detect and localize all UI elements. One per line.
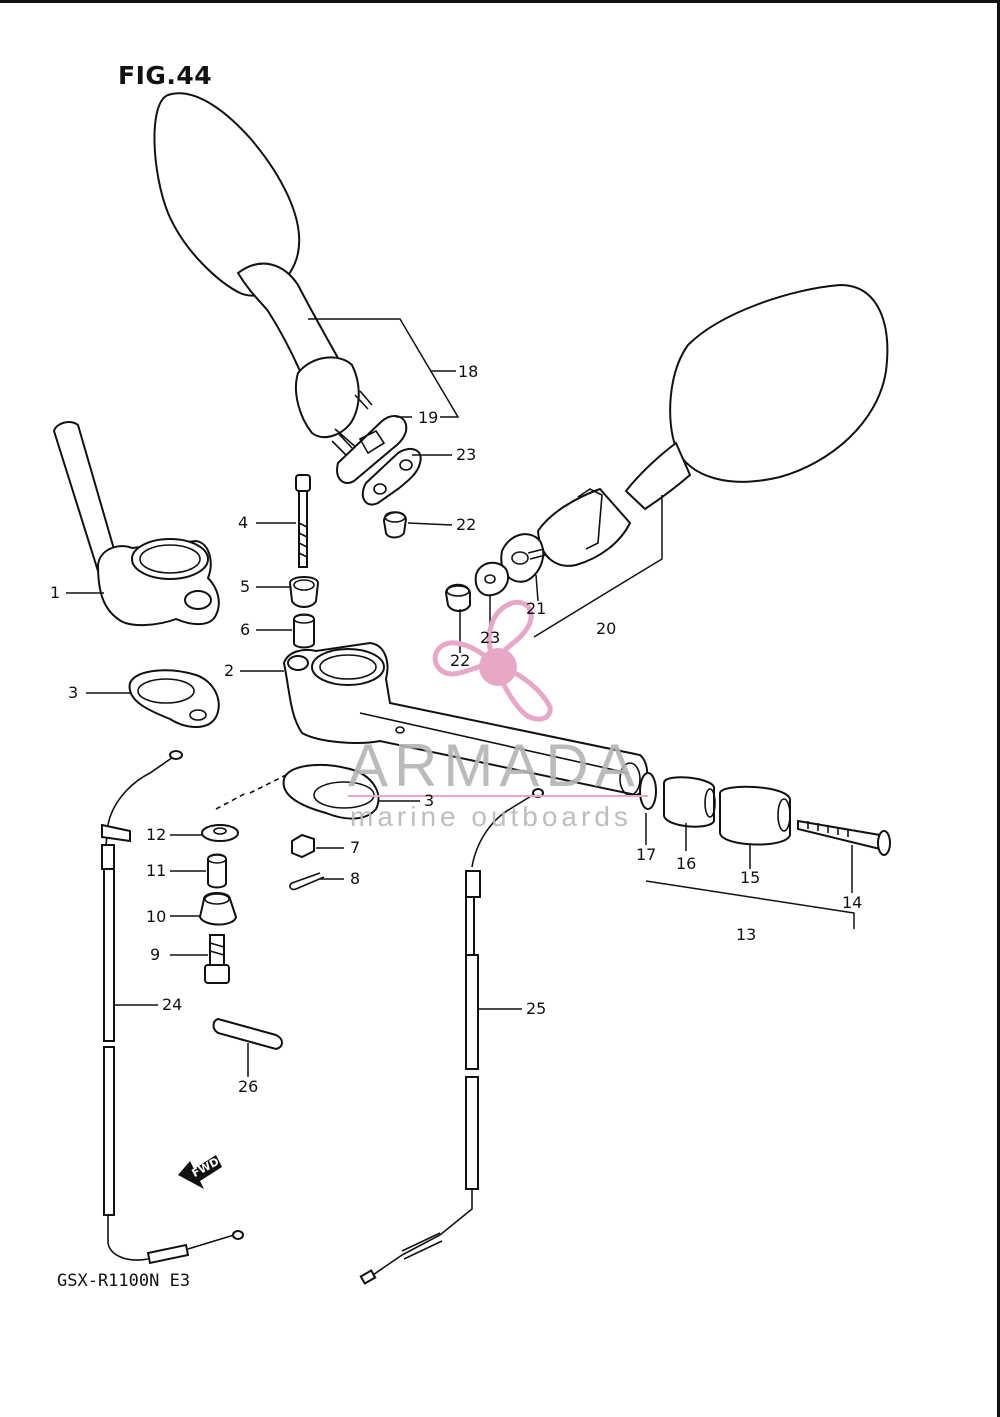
mirror-spacer-lower — [474, 561, 510, 597]
callout-24: 24 — [162, 995, 183, 1014]
callout-20: 20 — [596, 619, 617, 638]
callout-9: 9 — [150, 945, 161, 964]
callout-2: 2 — [224, 661, 235, 680]
callout-22-lower: 22 — [450, 651, 471, 670]
callout-12: 12 — [146, 825, 167, 844]
callout-14: 14 — [842, 893, 863, 912]
callout-8: 8 — [350, 869, 361, 888]
watermark-tagline: marine outboards — [350, 801, 632, 832]
bolt-9 — [204, 934, 230, 984]
callout-21: 21 — [526, 599, 547, 618]
callout-3-left: 3 — [68, 683, 79, 702]
throttle-cable-pull — [101, 750, 244, 1265]
mirror-nut-upper — [382, 511, 408, 539]
right-collar-plate — [282, 763, 380, 820]
clamp-bolt — [295, 474, 311, 568]
forward-arrow-icon: FWD — [178, 1155, 222, 1189]
callout-1: 1 — [50, 583, 61, 602]
hex-nut — [291, 833, 315, 859]
mirror-spacer-upper — [361, 447, 422, 506]
callout-16: 16 — [676, 854, 697, 873]
washer-12 — [201, 824, 239, 842]
cotter-clip — [289, 872, 325, 891]
callout-23-upper: 23 — [456, 445, 477, 464]
callout-22-upper: 22 — [456, 515, 477, 534]
right-mirror — [500, 283, 889, 583]
bar-end-weight — [639, 772, 891, 856]
callout-25: 25 — [526, 999, 547, 1018]
callout-15: 15 — [740, 868, 761, 887]
callout-4: 4 — [238, 513, 249, 532]
callout-13: 13 — [736, 925, 757, 944]
mirror-base-plate — [336, 415, 408, 484]
cable-clamp — [212, 1017, 283, 1051]
left-handlebar — [52, 421, 220, 626]
callout-5: 5 — [240, 577, 251, 596]
throttle-cable-return — [359, 788, 544, 1285]
watermark-divider — [348, 795, 648, 797]
watermark-brand-name: ARMADA — [348, 732, 641, 799]
left-mirror — [153, 92, 373, 456]
callout-18: 18 — [458, 362, 479, 381]
left-collar-plate — [128, 669, 220, 728]
callout-23-lower: 23 — [480, 628, 501, 647]
exploded-view-drawing: FWD — [52, 92, 891, 1285]
model-code: GSX-R1100N E3 — [57, 1271, 191, 1291]
spacer-11 — [207, 853, 227, 889]
callout-11: 11 — [146, 861, 167, 880]
callout-19: 19 — [418, 408, 439, 427]
callout-10: 10 — [146, 907, 167, 926]
callout-6: 6 — [240, 620, 251, 639]
rubber-bush — [288, 576, 320, 608]
spacer-6 — [293, 613, 315, 649]
mirror-nut-lower — [444, 583, 471, 612]
callout-17: 17 — [636, 845, 657, 864]
rubber-bush-10 — [198, 892, 238, 926]
figure-title: FIG.44 — [118, 61, 213, 90]
watermark-propeller-logo — [432, 599, 553, 722]
callout-26: 26 — [238, 1077, 259, 1096]
callout-7: 7 — [350, 838, 361, 857]
callout-3-right: 3 — [424, 791, 435, 810]
